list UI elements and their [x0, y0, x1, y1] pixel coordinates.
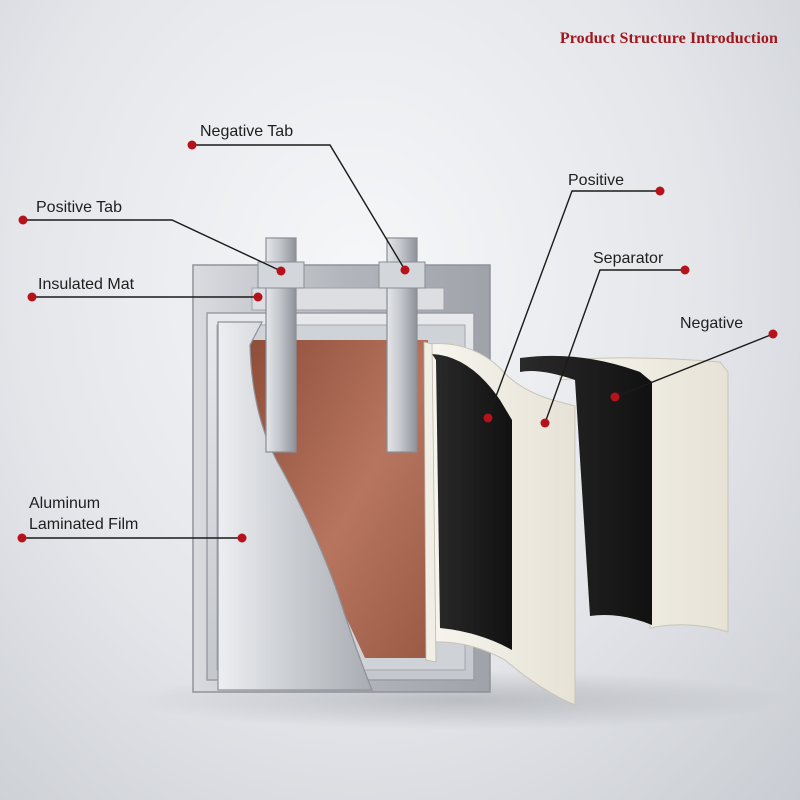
- dot-insulated-mat-left: [27, 292, 37, 302]
- negative-electrode-sheet: [520, 355, 652, 625]
- dot-positive-left: [483, 413, 493, 423]
- leader-negative: [614, 333, 774, 398]
- aluminum-laminated-film: [217, 321, 373, 691]
- label-negative-tab: Negative Tab: [200, 123, 294, 140]
- dot-negative-tab-right: [400, 265, 410, 275]
- dot-aluminum-left: [17, 533, 27, 543]
- leader-positive-tab: [23, 219, 282, 272]
- label-separator: Separator: [593, 250, 664, 267]
- label-negative: Negative: [680, 315, 744, 332]
- dot-positive-tab-right: [276, 266, 286, 276]
- front-separator-sheet: [423, 341, 437, 663]
- label-positive-tab: Positive Tab: [36, 199, 122, 216]
- dot-aluminum-right: [237, 533, 247, 543]
- negative-tab-shape: [378, 237, 426, 453]
- dot-insulated-mat-right: [253, 292, 263, 302]
- dot-separator-left: [540, 418, 550, 428]
- label-aluminum-line1: Aluminum: [29, 495, 101, 512]
- leader-positive: [487, 190, 660, 419]
- label-positive: Positive: [568, 172, 625, 189]
- dot-negative-left: [610, 392, 620, 402]
- positive-tab-shape: [257, 237, 305, 453]
- dot-positive-right: [655, 186, 665, 196]
- positive-electrode-sheet: [432, 354, 512, 650]
- page-title: Product Structure Introduction: [559, 30, 778, 47]
- dot-negative-right: [768, 329, 778, 339]
- leader-lines: [22, 144, 774, 539]
- dot-positive-tab-left: [18, 215, 28, 225]
- leader-negative-tab: [192, 144, 406, 271]
- dot-negative-tab-left: [187, 140, 197, 150]
- label-insulated-mat: Insulated Mat: [38, 276, 135, 293]
- leader-separator: [544, 269, 685, 424]
- label-aluminum-line2: Laminated Film: [29, 516, 139, 533]
- label-aluminum-laminated-film: Aluminum Laminated Film: [29, 493, 169, 535]
- dot-separator-right: [680, 265, 690, 275]
- marker-dots: [17, 140, 778, 543]
